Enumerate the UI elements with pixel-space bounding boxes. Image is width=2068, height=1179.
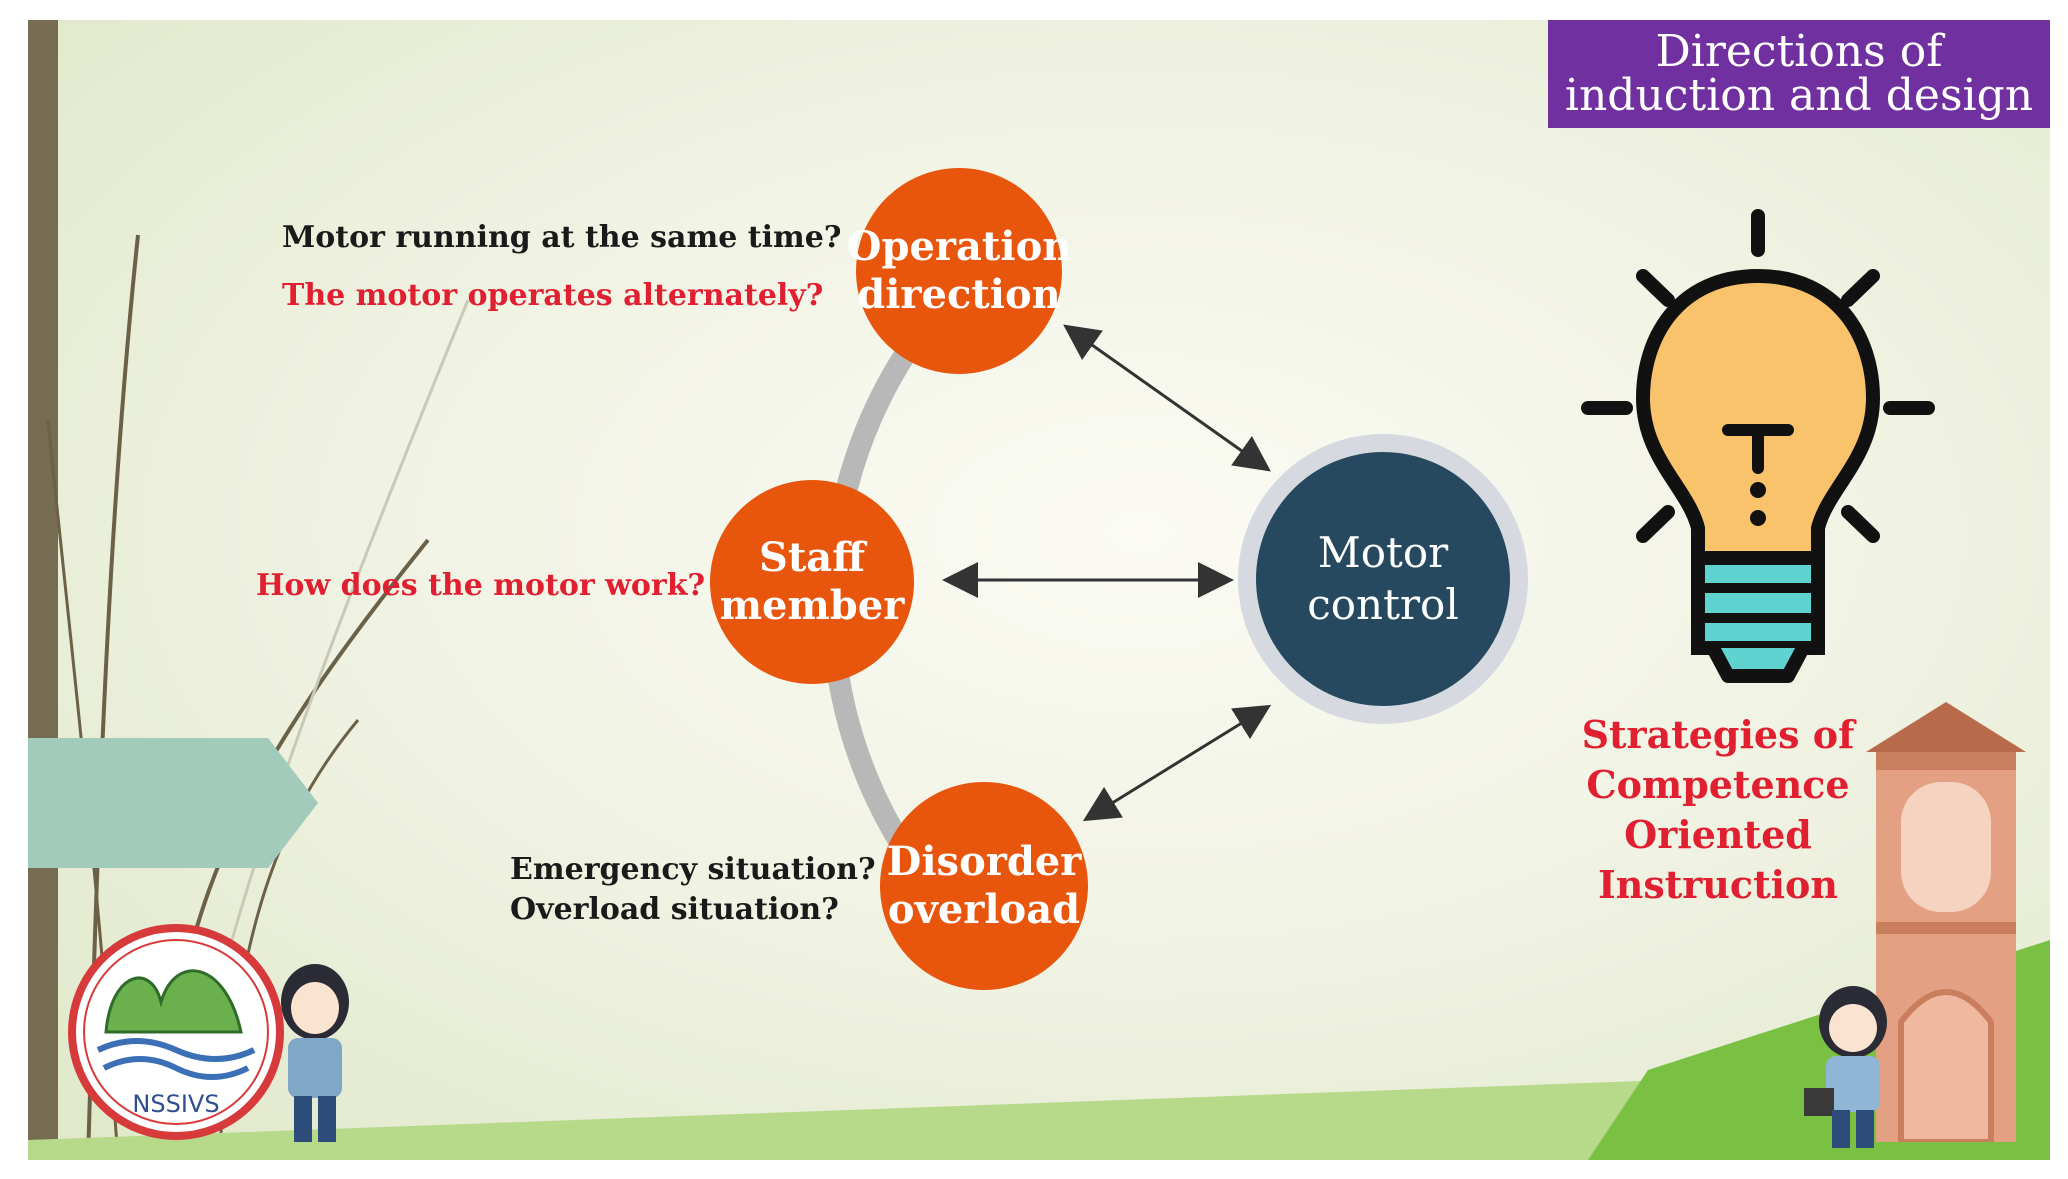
lightbulb-icon bbox=[1581, 209, 1935, 683]
node-operation-direction: Operation direction bbox=[847, 168, 1071, 374]
arrow-operation-center bbox=[1063, 324, 1271, 472]
left-accent-bar bbox=[28, 20, 58, 1160]
clock-tower bbox=[1866, 702, 2026, 1142]
question-how-work: How does the motor work? bbox=[256, 568, 706, 603]
student-character-left bbox=[281, 964, 349, 1142]
node-disorder-overload: Disorder overload bbox=[880, 782, 1088, 990]
slide-title-box: Directions of induction and design bbox=[1548, 20, 2050, 128]
student-character-right bbox=[1804, 986, 1887, 1148]
title-line-1: Directions of bbox=[1655, 26, 1943, 77]
node-staff-member: Staff member bbox=[710, 480, 914, 684]
strategy-text: Strategies of Competence Oriented Instru… bbox=[1581, 712, 1855, 907]
node-motor-control: Motor control bbox=[1256, 452, 1510, 706]
question-same-time: Motor running at the same time? bbox=[282, 220, 842, 255]
logo-text: NSSIVS bbox=[132, 1090, 219, 1118]
slide: Directions of induction and design Opera… bbox=[28, 20, 2050, 1160]
arrow-disorder-center bbox=[1082, 704, 1272, 822]
title-line-2: induction and design bbox=[1564, 70, 2034, 121]
question-overload: Overload situation? bbox=[510, 892, 839, 927]
school-logo: NSSIVS bbox=[68, 924, 284, 1140]
question-emergency: Emergency situation? bbox=[510, 852, 876, 887]
question-alternately: The motor operates alternately? bbox=[282, 278, 824, 313]
arrow-tag-shape bbox=[28, 738, 318, 868]
